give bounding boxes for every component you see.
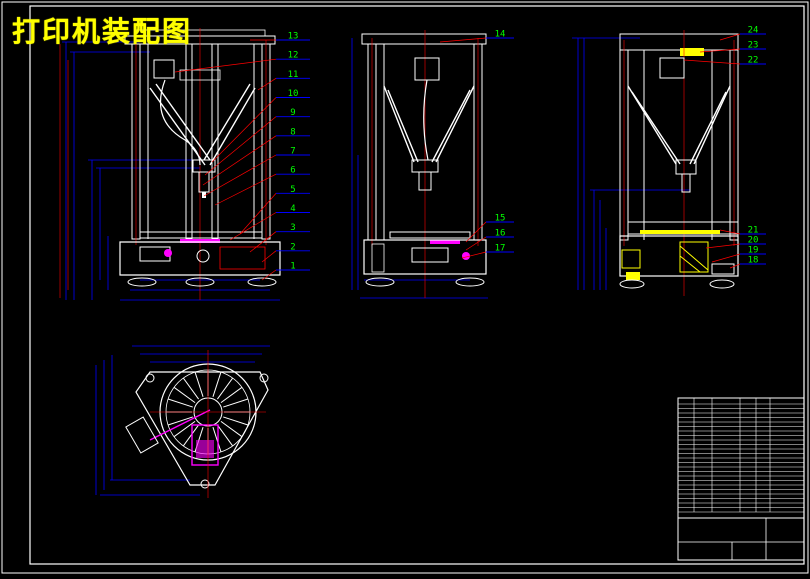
- leader-line: [465, 221, 487, 243]
- part-balloon-number: 24: [748, 26, 759, 36]
- spool-spoke: [212, 371, 222, 397]
- spool-spoke: [223, 416, 249, 426]
- part-balloon-number: 12: [288, 51, 299, 61]
- leader-line: [211, 97, 277, 163]
- part-balloon-number: 19: [748, 246, 759, 256]
- leader-line: [461, 251, 487, 259]
- spool-spoke: [173, 386, 196, 403]
- spool-spoke: [182, 424, 199, 447]
- part-balloon-number: 23: [748, 41, 759, 51]
- spool-spoke: [167, 398, 193, 408]
- part-balloon-number: 18: [748, 256, 759, 266]
- part-balloon-number: 17: [495, 244, 506, 254]
- part-balloon-number: 4: [290, 204, 295, 214]
- leader-line: [699, 48, 741, 53]
- part-balloon-number: 9: [290, 108, 295, 118]
- part-balloon-number: 1: [290, 262, 295, 272]
- leader-line: [202, 135, 277, 186]
- spool-spoke: [220, 421, 243, 438]
- part-balloon-number: 13: [288, 32, 299, 42]
- front-view: 13 12 11 10 9 8 7 6 5 4 3 2 1: [59, 28, 310, 301]
- part-balloon-number: 14: [495, 30, 506, 40]
- inner-frame: [29, 5, 805, 565]
- leader-line: [249, 231, 277, 253]
- side-view: 14 15 16 17: [351, 30, 514, 299]
- part-balloon-number: 20: [748, 236, 759, 246]
- spool-spoke: [194, 371, 204, 397]
- leader-line: [257, 78, 277, 91]
- spool-spoke: [212, 427, 222, 453]
- part-balloon-number: 3: [290, 223, 295, 233]
- part-balloon-number: 22: [748, 56, 759, 66]
- leader-line: [683, 59, 741, 65]
- part-balloon-number: 8: [290, 127, 295, 137]
- spool-spoke: [182, 377, 199, 400]
- part-balloon-number: 10: [288, 89, 299, 99]
- title-block: [677, 397, 805, 561]
- spool-spoke: [173, 421, 196, 438]
- leader-line: [261, 250, 277, 263]
- leader-line: [229, 212, 277, 241]
- part-balloon-number: 16: [495, 229, 506, 239]
- spool-spoke: [217, 424, 234, 447]
- leader-line: [204, 116, 277, 176]
- spool-spoke: [220, 386, 243, 403]
- part-balloon-number: 21: [748, 226, 759, 236]
- top-view: [95, 345, 270, 498]
- part-balloon-number: 11: [288, 70, 299, 80]
- leader-line: [214, 173, 277, 206]
- leader-line: [729, 263, 741, 269]
- leader-line: [203, 154, 277, 197]
- part-balloon-number: 7: [290, 147, 295, 157]
- leader-line: [174, 58, 277, 73]
- part-balloon-number: 15: [495, 214, 506, 224]
- leader-line: [239, 193, 277, 235]
- drawing-title: 打印机装配图: [12, 15, 193, 48]
- leader-line: [719, 33, 741, 41]
- leader-line: [711, 253, 741, 263]
- part-balloon-number: 2: [290, 242, 295, 252]
- spool-spoke: [223, 398, 249, 408]
- part-balloon-number: 5: [290, 185, 295, 195]
- spool-spoke: [217, 377, 234, 400]
- leader-line: [261, 269, 277, 281]
- leader-line: [465, 236, 487, 251]
- leader-line: [719, 229, 741, 235]
- leader-line: [705, 243, 741, 249]
- spool-spoke: [167, 416, 193, 426]
- part-balloon-number: 6: [290, 166, 295, 176]
- leader-line: [439, 37, 487, 43]
